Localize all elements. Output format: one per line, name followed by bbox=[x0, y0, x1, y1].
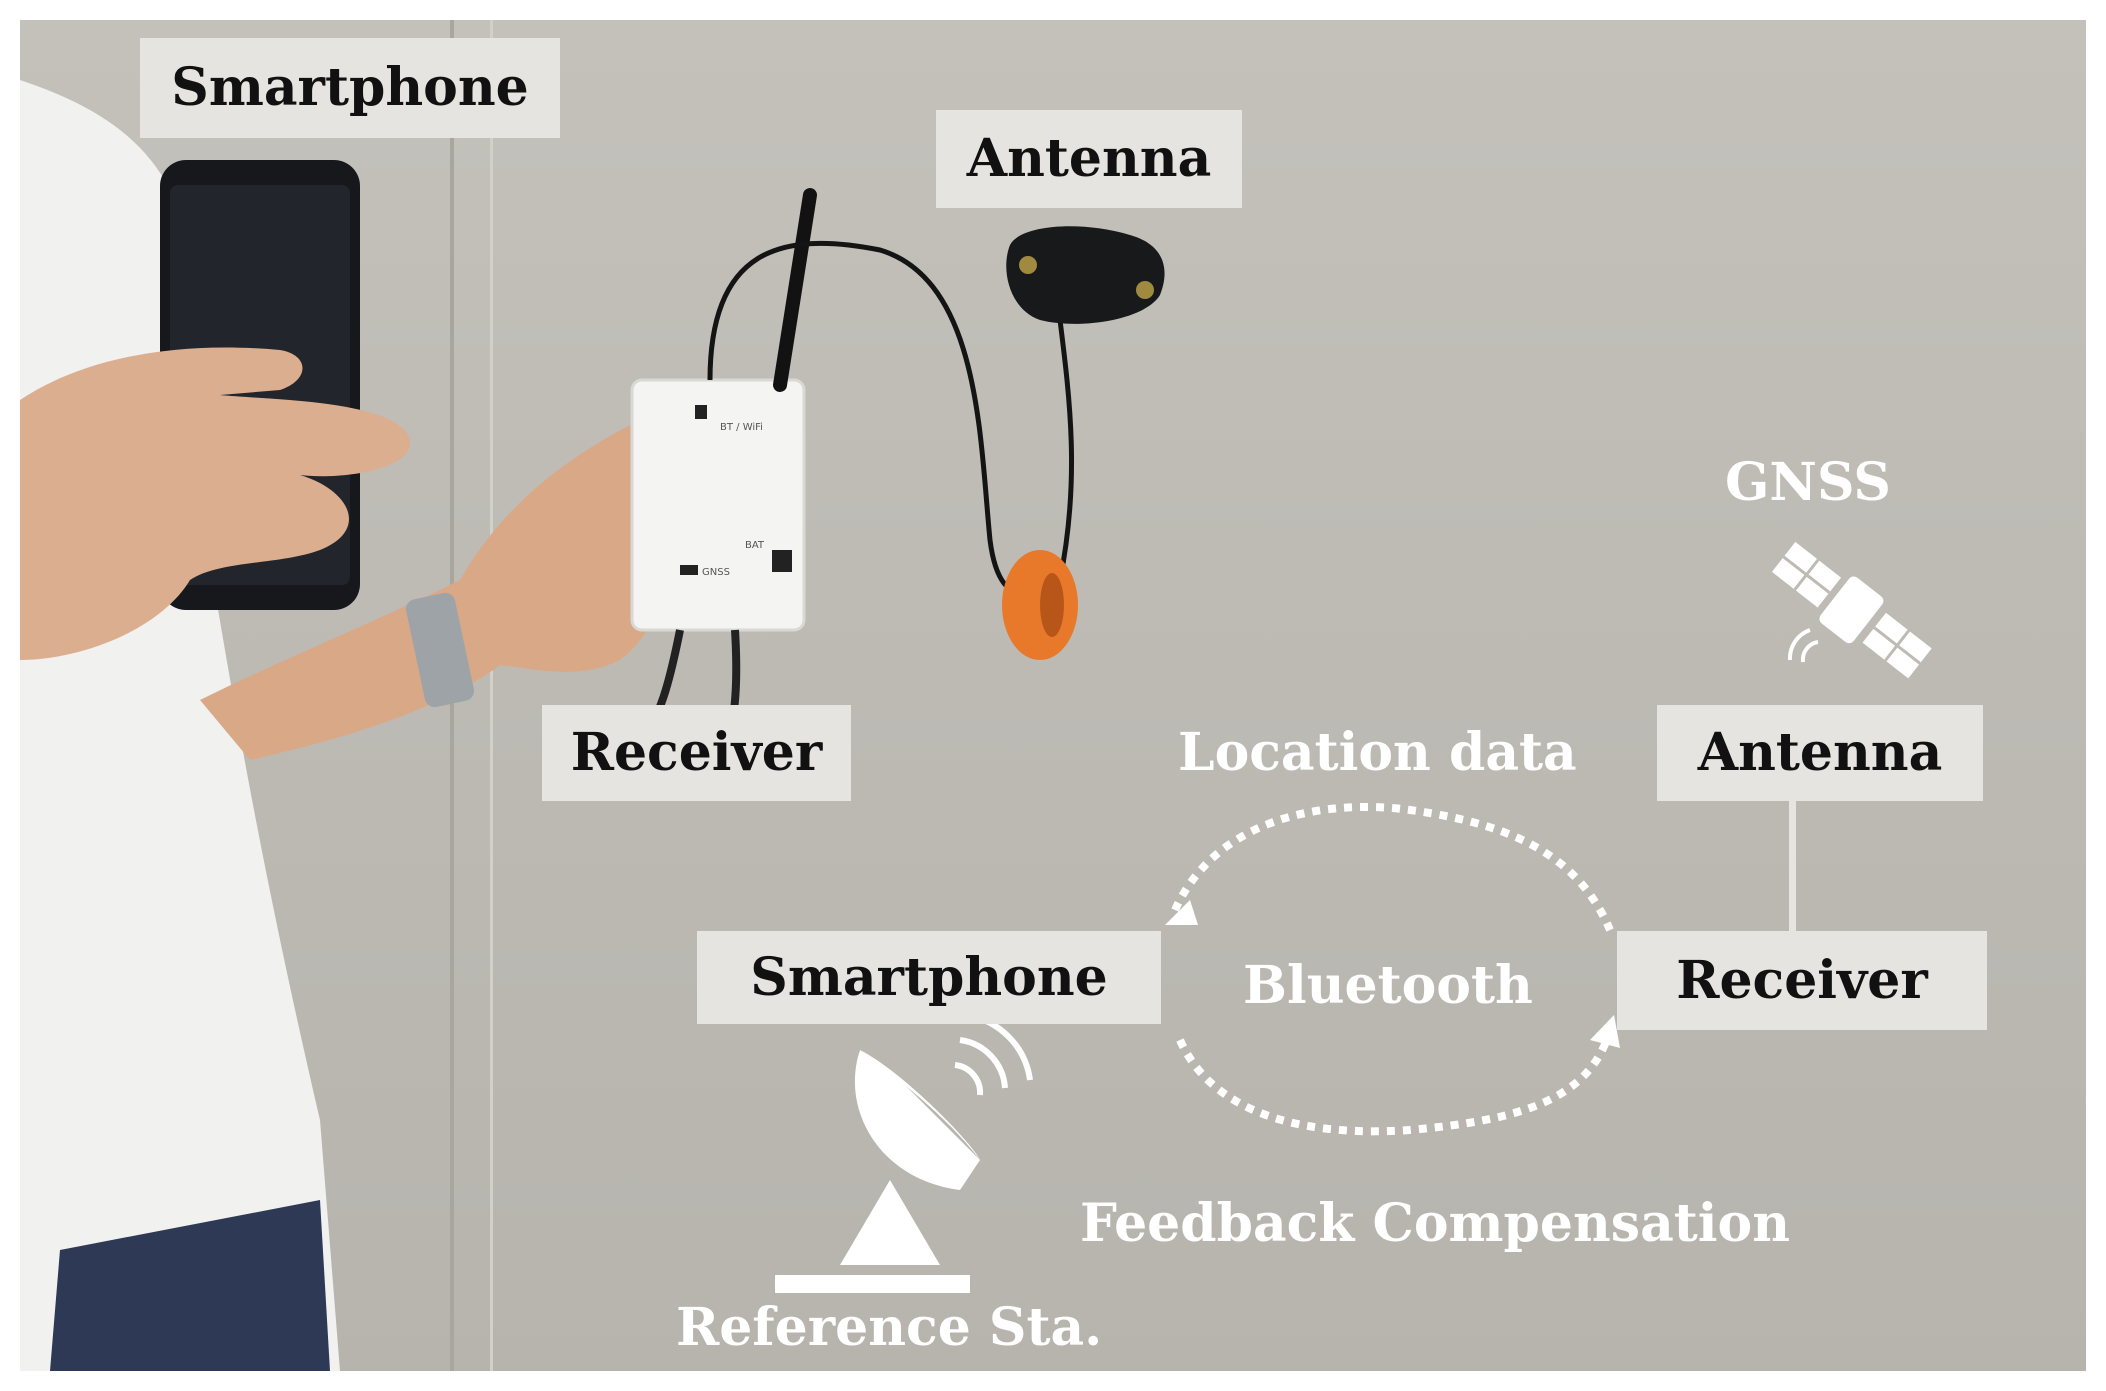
arrowhead-left bbox=[1165, 900, 1198, 925]
bat-marking: BAT bbox=[745, 540, 765, 551]
bt-wifi-marking: BT / WiFi bbox=[720, 422, 763, 433]
bluetooth-loop-top bbox=[1171, 802, 1614, 932]
bluetooth-label: Bluetooth bbox=[1243, 955, 1533, 1016]
location-data-label: Location data bbox=[1178, 722, 1577, 783]
right-hand bbox=[200, 418, 671, 760]
receiver-port bbox=[695, 405, 707, 419]
orange-ring-hole bbox=[1040, 573, 1064, 637]
receiver-port bbox=[772, 550, 792, 572]
antenna-screw bbox=[1136, 281, 1154, 299]
antenna-label-top: Antenna bbox=[936, 110, 1242, 208]
bluetooth-loop-bottom bbox=[1176, 1028, 1614, 1136]
wristwatch bbox=[405, 592, 475, 708]
antenna-cable bbox=[1057, 319, 1075, 581]
gnss-label: GNSS bbox=[1725, 452, 1891, 513]
receiver-device bbox=[630, 378, 806, 632]
smartphone-label-top: Smartphone bbox=[140, 38, 560, 138]
arrowhead-right bbox=[1590, 1015, 1620, 1048]
diagram-connector bbox=[1789, 800, 1796, 940]
receiver-label-left: Receiver bbox=[542, 705, 851, 801]
person-jeans bbox=[50, 1200, 330, 1371]
satellite-icon bbox=[1771, 541, 1932, 679]
satellite-dish-icon bbox=[775, 1012, 1033, 1293]
left-hand bbox=[20, 347, 411, 660]
feedback-compensation-label: Feedback Compensation bbox=[1080, 1193, 1791, 1254]
gnss-antenna-puck bbox=[1006, 226, 1165, 324]
receiver-label-right: Receiver bbox=[1617, 931, 1987, 1030]
wall-seam bbox=[490, 20, 493, 1371]
antenna-screw bbox=[1019, 256, 1037, 274]
antenna-cable bbox=[707, 240, 1032, 595]
antenna-label-right: Antenna bbox=[1657, 705, 1983, 801]
smartphone-label-diagram: Smartphone bbox=[697, 931, 1161, 1024]
whip-antenna bbox=[773, 188, 817, 392]
photo-scene: BT / WiFi BAT GNSS bbox=[20, 20, 1932, 1371]
receiver-port bbox=[680, 565, 698, 575]
reference-station-label: Reference Sta. bbox=[676, 1297, 1103, 1358]
gnss-marking: GNSS bbox=[702, 567, 730, 578]
photo-background: BT / WiFi BAT GNSS bbox=[20, 20, 2086, 1371]
